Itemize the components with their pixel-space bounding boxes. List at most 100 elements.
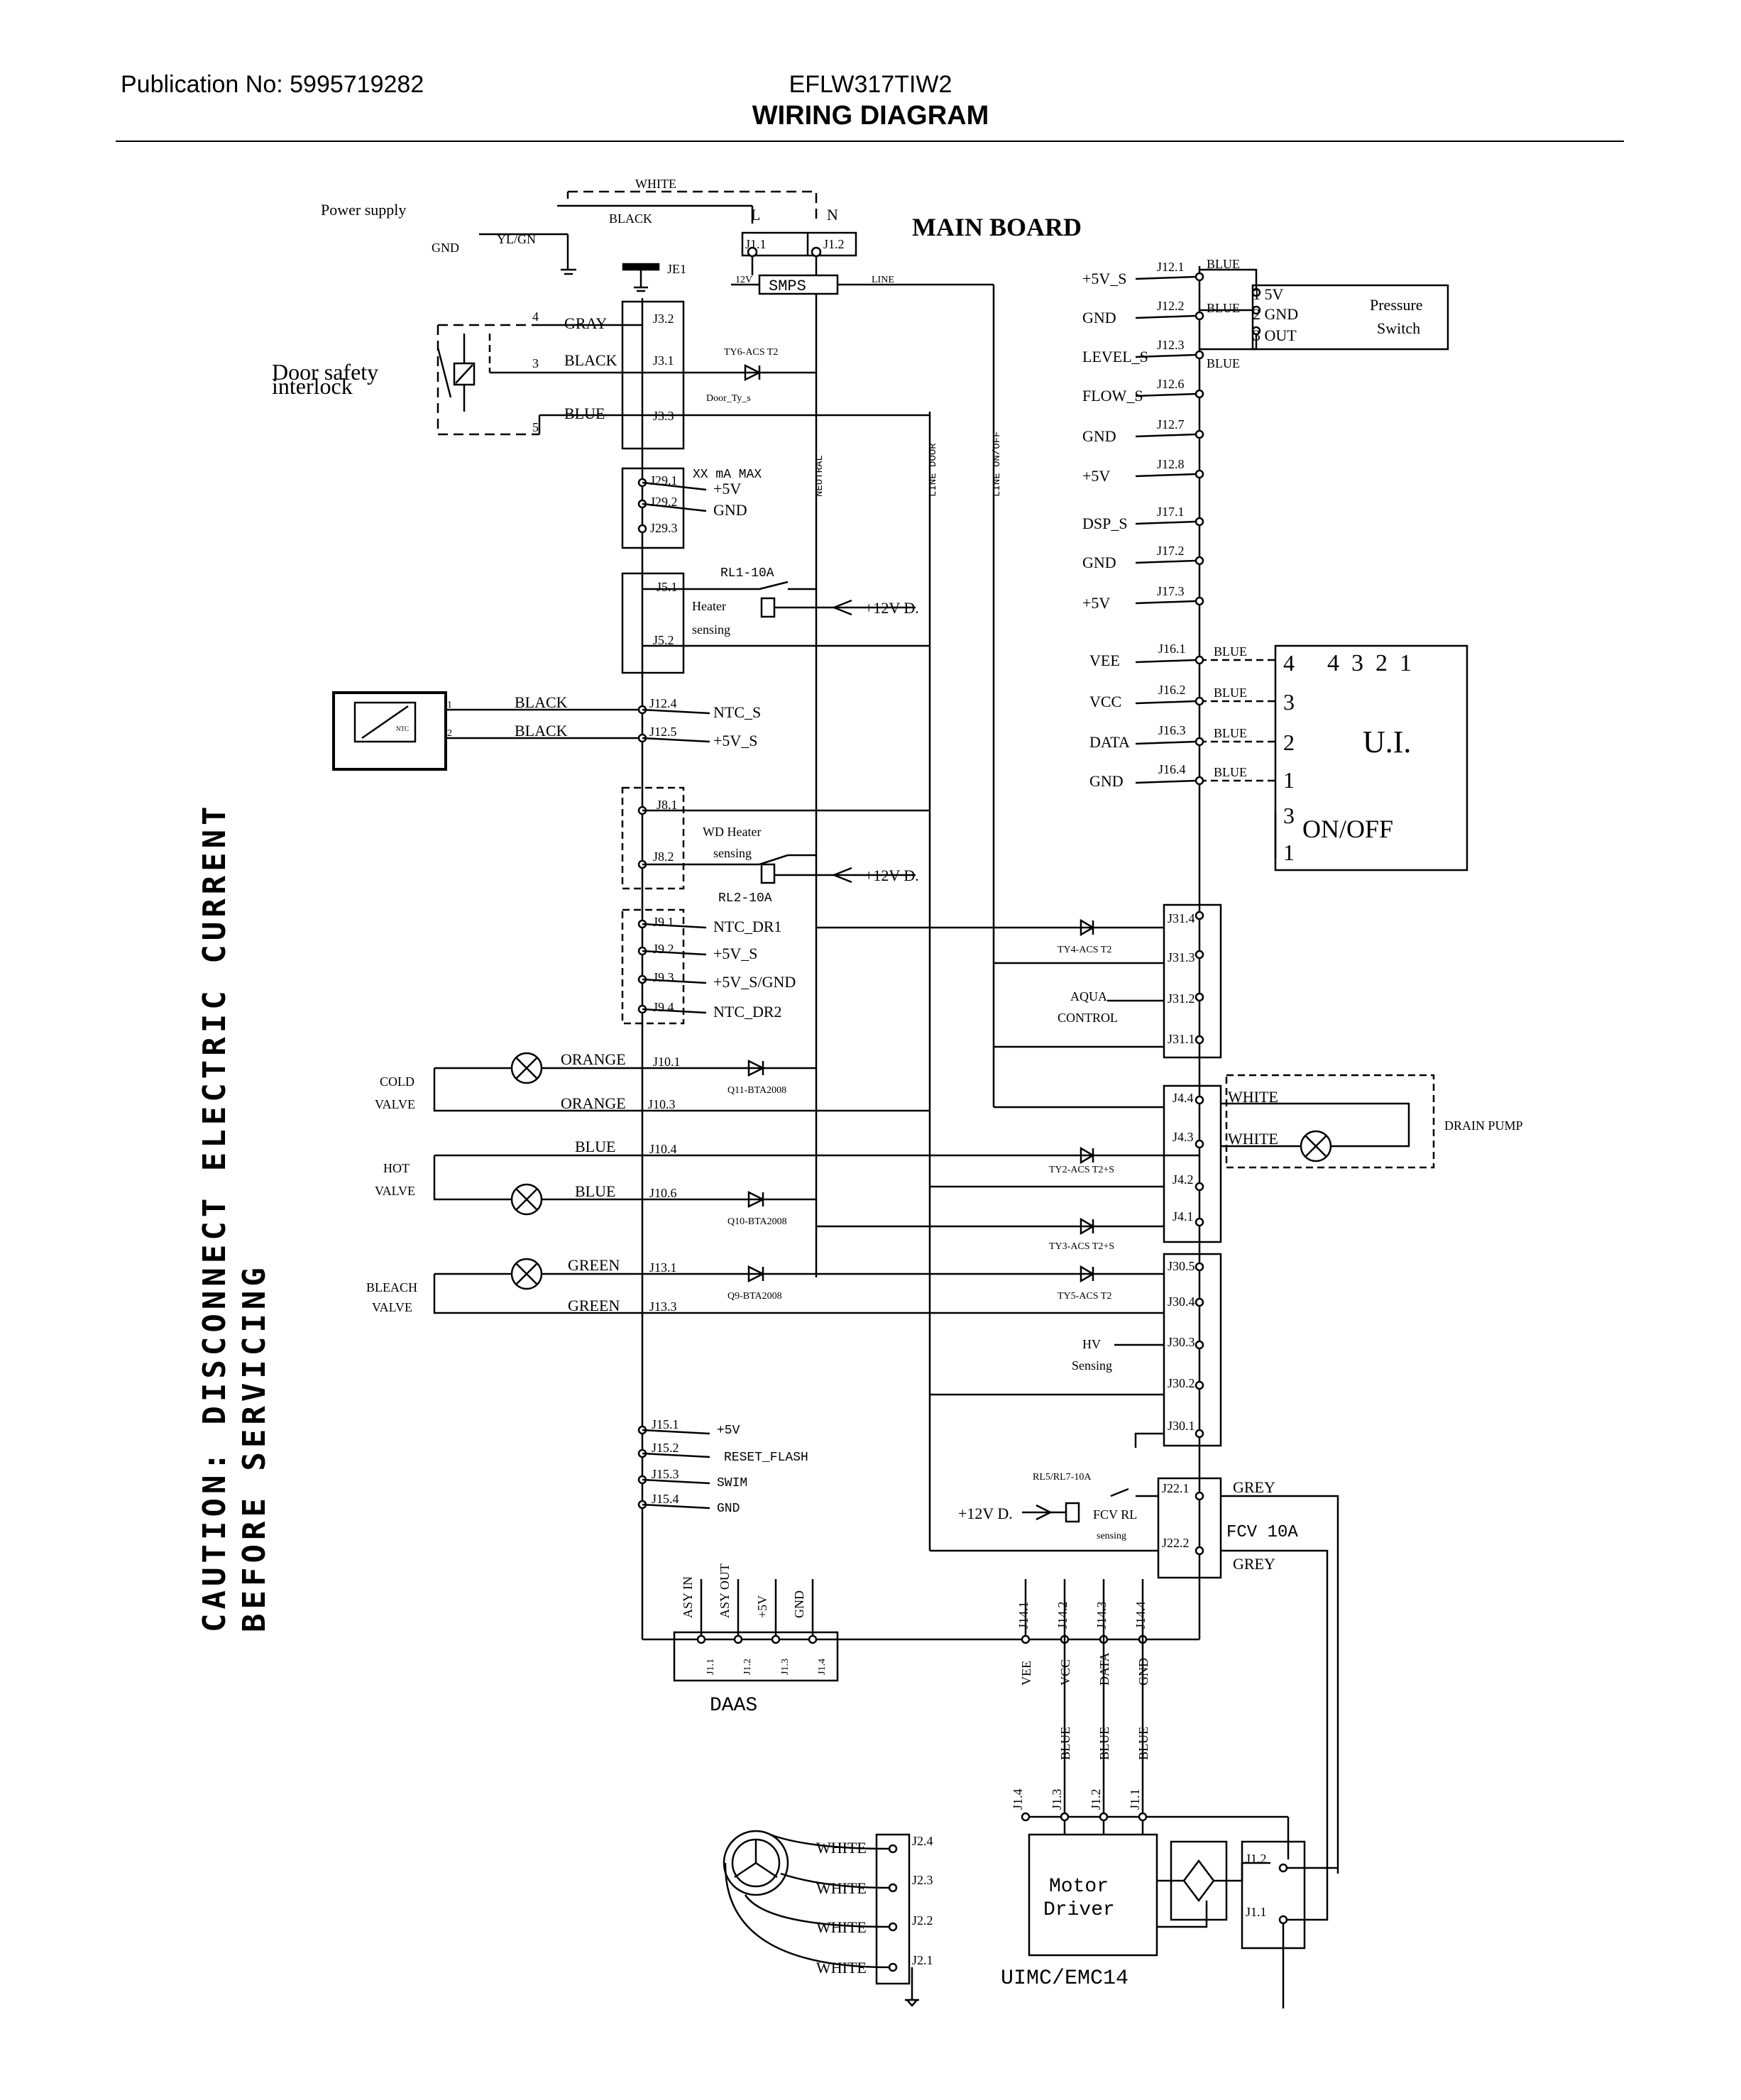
j16-pin-label-0: J16.1 <box>1158 642 1186 656</box>
line-door-bus-label: LINE DOOR <box>928 443 939 497</box>
right-sig-label-0: +5V_S <box>1082 270 1127 287</box>
ntc-wire-2-color: BLACK <box>515 722 568 740</box>
daas-pin-1: J1.1 <box>705 1659 716 1675</box>
door-wire-3-color: BLACK <box>564 351 617 369</box>
ntc-sensor: NTC 1 2 BLACK BLACK J12.4 J12.5 NTC_S +5… <box>332 691 761 771</box>
fcv-pin-2: J22.2 <box>1162 1536 1190 1550</box>
j9-sig-4: NTC_DR2 <box>713 1003 782 1021</box>
j29-pin-2: J29.2 <box>650 495 678 509</box>
fcv-12v-label: +12V D. <box>958 1505 1013 1522</box>
j30-pin-5: J30.5 <box>1168 1259 1195 1273</box>
page-title: WIRING DIAGRAM <box>752 101 989 131</box>
ui-pin-header: 4 3 2 1 <box>1327 650 1412 676</box>
bleach-valve-label-1: BLEACH <box>366 1280 417 1294</box>
wd-heater-label-2: sensing <box>713 846 752 860</box>
pressure-pin-3: 3 OUT <box>1253 326 1297 344</box>
j16-pin-0-wire <box>1135 659 1197 664</box>
drain-white-2: WHITE <box>1228 1130 1278 1148</box>
ntc-pin-1: J12.4 <box>649 696 677 710</box>
j14-sig-vee: VEE <box>1019 1661 1033 1686</box>
j4-pin-4: J4.4 <box>1172 1091 1194 1105</box>
ui-num-1: 1 <box>1283 767 1295 793</box>
j29-connector: XX mA MAX J29.1 J29.2 J29.3 +5V GND <box>621 467 762 549</box>
j16-pin-label-1: J16.2 <box>1158 683 1186 697</box>
j29-sig-gnd: GND <box>713 501 747 519</box>
hot-triac: Q10-BTA2008 <box>727 1216 787 1227</box>
door-wire-4-conn: J3.2 <box>653 312 674 326</box>
power-L-label: L <box>751 206 760 224</box>
hot-wire-1: BLUE <box>575 1138 615 1155</box>
je1-label: JE1 <box>667 262 686 276</box>
j16-pin-3 <box>1194 776 1204 786</box>
ntc-sig-1: NTC_S <box>713 703 761 721</box>
pressure-blue-1: BLUE <box>1207 257 1240 271</box>
j2-white-4: WHITE <box>816 1959 867 1977</box>
cold-valve-label-1: COLD <box>380 1074 414 1089</box>
fcv-relay-label: RL5/RL7-10A <box>1033 1472 1092 1483</box>
j14-pin-4: J14.4 <box>1133 1601 1148 1629</box>
bleach-valve-label-2: VALVE <box>372 1300 412 1314</box>
j16-pin-2 <box>1194 737 1204 747</box>
hot-valve-label-2: VALVE <box>375 1184 415 1198</box>
right-pin-label-3: J12.6 <box>1157 377 1185 391</box>
right-sig-label-8: +5V <box>1082 594 1110 612</box>
heater-relay-label: RL1-10A <box>720 566 774 581</box>
header-rule <box>116 141 1624 142</box>
publication-number: Publication No: 5995719282 <box>121 71 424 98</box>
cold-pin-1: J10.1 <box>653 1055 681 1069</box>
right-pin-6-wire <box>1135 520 1197 525</box>
j4-pin-1: J4.1 <box>1172 1209 1194 1224</box>
right-pin-label-0: J12.1 <box>1157 260 1185 274</box>
pressure-pin-1: 1 5V <box>1253 285 1284 303</box>
right-pin-label-4: J12.7 <box>1157 417 1185 431</box>
smps-12v-label: 12V <box>735 275 752 285</box>
j16-blue-label-0: BLUE <box>1214 644 1247 659</box>
right-pin-label-2: J12.3 <box>1157 338 1185 352</box>
ui-num-2: 2 <box>1283 730 1295 755</box>
fcv-grey-2: GREY <box>1233 1555 1275 1573</box>
right-pin-label-7: J17.2 <box>1157 544 1185 558</box>
j31-pin-2: J31.2 <box>1168 991 1195 1006</box>
right-pin-8-wire <box>1135 600 1197 605</box>
j16-blue-label-3: BLUE <box>1214 765 1247 779</box>
bleach-wire-1: GREEN <box>568 1256 620 1274</box>
j30-pin-4: J30.4 <box>1168 1294 1195 1309</box>
right-sig-label-7: GND <box>1082 554 1116 571</box>
ntc-body-label: NTC <box>396 725 409 732</box>
j16-pin-1-wire <box>1135 700 1197 705</box>
daas-sig-1: ASY IN <box>681 1576 695 1618</box>
onoff-num-3: 3 <box>1283 803 1295 828</box>
door-wire-4-color: GRAY <box>564 314 607 332</box>
aqua-control-1: AQUA <box>1070 989 1107 1004</box>
right-pin-2 <box>1194 350 1204 360</box>
j12-right-connector: BLUE BLUE BLUE 1 5V 2 GND 3 OUT Pressure… <box>1199 257 1449 370</box>
right-sig-label-4: GND <box>1082 427 1116 445</box>
daas-pin-3: J1.3 <box>780 1659 791 1675</box>
power-j11-label: J1.1 <box>745 237 767 251</box>
hot-valve: HOT VALVE BLUE BLUE J10.4 J10.6 Q10-BTA2… <box>375 1138 1199 1227</box>
bleach-triac: Q9-BTA2008 <box>727 1291 782 1302</box>
right-sig-label-2: LEVEL_S <box>1082 348 1148 365</box>
power-gnd-label: GND <box>432 241 459 255</box>
j14-sig-data: DATA <box>1097 1652 1111 1686</box>
door-wire-5-color: BLUE <box>564 405 605 422</box>
right-pin-2-wire <box>1135 353 1197 358</box>
pressure-pin-2: 2 GND <box>1253 305 1298 323</box>
motor-driver: J1.4 J1.3 J1.2 J1.1 Motor Driver UIMC/EM… <box>1001 1788 1338 2008</box>
right-pin-4 <box>1194 429 1204 439</box>
heater-sensing-1: Heater <box>692 599 726 613</box>
j9-connector: J9.1 J9.2 J9.3 J9.4 NTC_DR1 +5V_S +5V_S/… <box>621 908 1164 1025</box>
right-pin-0-wire <box>1135 275 1197 280</box>
power-supply-label: Power supply <box>321 201 406 219</box>
j15-connector: J15.1 J15.2 J15.3 J15.4 +5V RESET_FLASH … <box>637 1417 808 1516</box>
ty5-triac: TY5-ACS T2 <box>1058 1291 1111 1302</box>
j14-pin-3: J14.3 <box>1094 1601 1109 1629</box>
right-pin-7 <box>1194 556 1204 566</box>
j14-blue-1: BLUE <box>1058 1727 1072 1760</box>
j15-sig-4: GND <box>717 1502 740 1516</box>
j15-pin-2: J15.2 <box>652 1441 679 1455</box>
onoff-num-1: 1 <box>1283 840 1295 865</box>
smps-label: SMPS <box>769 277 806 295</box>
right-pin-1 <box>1194 311 1204 321</box>
